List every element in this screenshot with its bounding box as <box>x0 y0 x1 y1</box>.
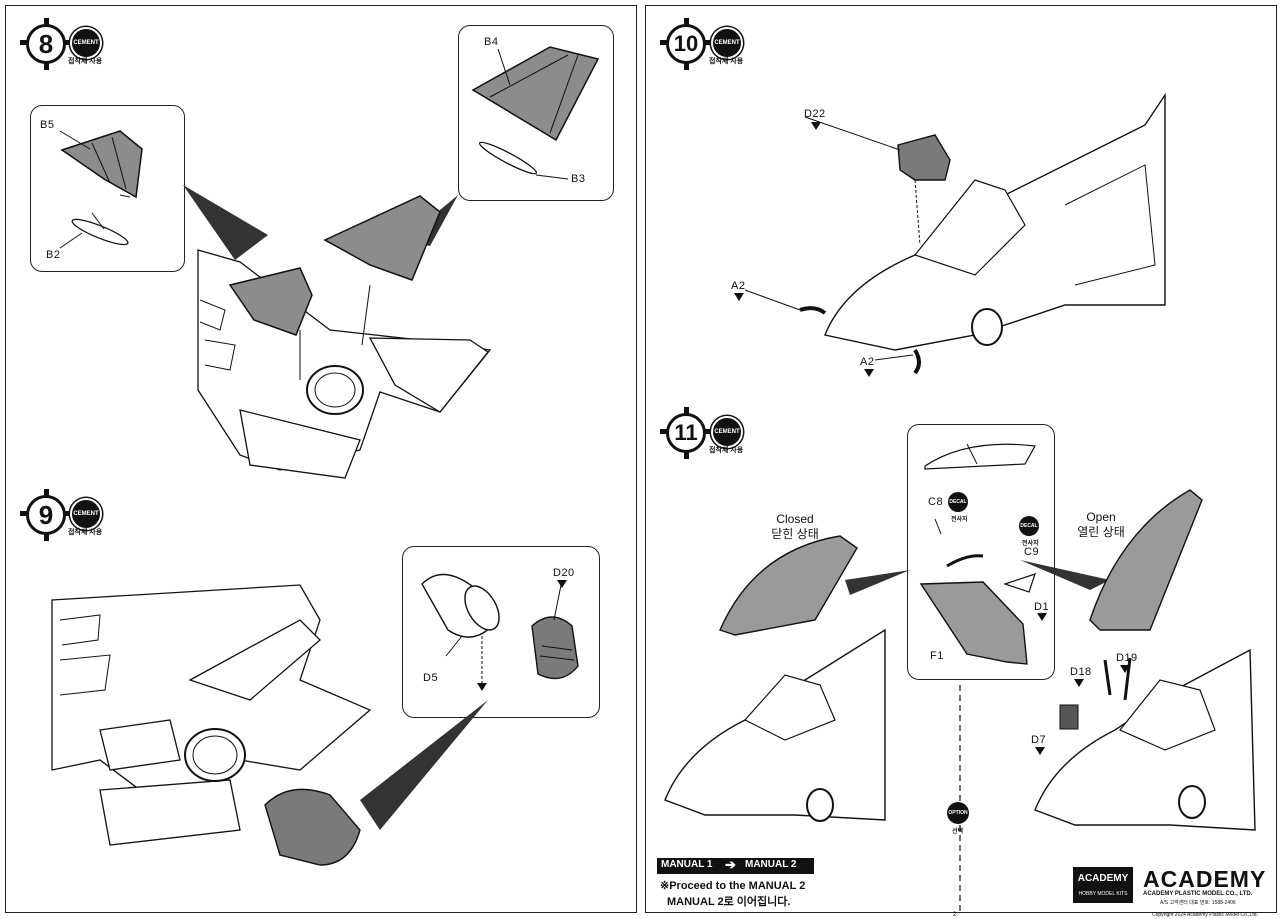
company-name: ACADEMY PLASTIC MODEL CO., LTD. <box>1143 891 1253 897</box>
label-b2: B2 <box>46 249 61 261</box>
option-icon: OPTION <box>947 802 969 824</box>
cement-icon: CEMENT <box>711 416 743 448</box>
open-caption: Open 열린 상태 <box>1077 510 1125 539</box>
manual-2-label: MANUAL 2 <box>745 859 797 870</box>
label-d19: D19 <box>1116 652 1138 664</box>
label-b5: B5 <box>40 119 55 131</box>
label-f1: F1 <box>930 650 944 662</box>
academy-logo-box: ACADEMY HOBBY MODEL KITS <box>1073 867 1133 903</box>
proceed-note-ko: MANUAL 2로 이어집니다. <box>667 896 791 908</box>
part-marker-icon <box>811 122 821 130</box>
step-9-aircraft-tail-drawing <box>51 584 488 866</box>
decal-icon: DECAL <box>1019 516 1039 536</box>
canopy-detail-drawing <box>919 443 1036 665</box>
part-marker-icon <box>734 293 744 301</box>
label-d22: D22 <box>804 108 826 120</box>
page-number: 2 <box>953 912 957 918</box>
arrow-right-icon: ➔ <box>725 857 736 872</box>
copyright: Copyright 2024 Academy Plastic Model Co.… <box>1152 912 1258 918</box>
label-d7: D7 <box>1031 734 1047 746</box>
label-a2-lower: A2 <box>860 356 875 368</box>
manual-transition-bar: MANUAL 1 ➔ MANUAL 2 <box>657 857 814 874</box>
cement-icon: CEMENT <box>711 27 743 59</box>
cement-icon: CEMENT <box>70 498 102 530</box>
part-marker-icon <box>864 369 874 377</box>
proceed-note-en: ※Proceed to the MANUAL 2 <box>660 880 806 892</box>
label-d20: D20 <box>553 567 575 579</box>
decal-icon: DECAL <box>948 492 968 512</box>
part-marker-icon <box>477 683 487 691</box>
label-a2-upper: A2 <box>731 280 746 292</box>
option-divider-line <box>959 685 961 915</box>
label-b3: B3 <box>571 173 586 185</box>
decal-caption: 전사지 <box>951 517 968 523</box>
part-b5-drawing <box>59 130 143 249</box>
cement-caption: 접착제 사용 <box>68 58 103 65</box>
step-8-number: 8 <box>20 18 72 70</box>
label-d5: D5 <box>423 672 439 684</box>
option-caption: 선택 <box>952 829 964 835</box>
part-marker-icon <box>1035 747 1045 755</box>
detail-box-b5-b2 <box>30 105 185 272</box>
step-8-aircraft-tail-drawing <box>183 185 492 479</box>
part-d5-d20-drawing <box>421 573 579 684</box>
part-marker-icon <box>1074 679 1084 687</box>
part-marker-icon <box>1037 613 1047 621</box>
part-marker-icon <box>1120 665 1130 673</box>
label-c8: C8 <box>928 496 944 508</box>
cement-caption: 접착제 사용 <box>709 58 744 65</box>
part-b4-drawing <box>471 46 600 180</box>
label-d18: D18 <box>1070 666 1092 678</box>
manual-1-label: MANUAL 1 <box>661 859 713 870</box>
closed-caption: Closed 닫힌 상태 <box>771 512 819 541</box>
cement-icon: CEMENT <box>70 27 102 59</box>
step-10-cockpit-drawing <box>744 92 1166 375</box>
step-11-number: 11 <box>660 407 712 459</box>
label-d1: D1 <box>1034 601 1050 613</box>
label-b4: B4 <box>484 36 499 48</box>
step-9-number: 9 <box>20 489 72 541</box>
step-10-number: 10 <box>660 18 712 70</box>
cement-caption: 접착제 사용 <box>68 529 103 536</box>
academy-brand: ACADEMY <box>1143 866 1267 892</box>
label-c9: C9 <box>1024 546 1040 558</box>
service-phone: A/S 고객센터 대표 번호: 1588-2406 <box>1160 900 1236 906</box>
cement-caption: 접착제 사용 <box>709 447 744 454</box>
step-11-closed-canopy-drawing <box>664 535 910 822</box>
step-11-open-canopy-drawing <box>1020 489 1256 831</box>
part-marker-icon <box>557 580 567 588</box>
decal-caption: 전사지 <box>1022 541 1039 547</box>
